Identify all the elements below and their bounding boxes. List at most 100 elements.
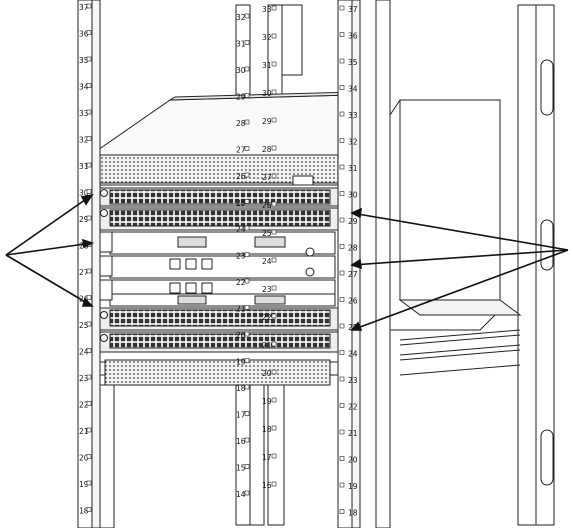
rail-hole — [340, 324, 344, 328]
rail-unit-label: 31 — [348, 164, 358, 173]
rail-unit-label: 21 — [262, 341, 272, 350]
rail-unit-label: 19 — [262, 397, 272, 406]
rail-unit-label: 15 — [236, 464, 246, 473]
rail-unit-label: 26 — [348, 297, 358, 306]
rail-unit-label: 29 — [236, 93, 246, 102]
rail-unit-label: 24 — [236, 225, 246, 234]
rail-hole — [245, 359, 249, 363]
port-blade-top-2 — [100, 208, 338, 230]
rail-unit-label: 32 — [348, 138, 358, 147]
right-rail-slots — [541, 60, 553, 485]
rail-hole — [272, 6, 276, 10]
rail-unit-label: 20 — [236, 331, 246, 340]
rail-hole — [87, 4, 91, 8]
rail-unit-label: 27 — [348, 270, 358, 279]
rail-unit-label: 24 — [262, 257, 272, 266]
rail-unit-label: 22 — [236, 278, 246, 287]
rail-hole — [272, 314, 276, 318]
rail-unit-label: 30 — [348, 191, 358, 200]
rail-unit-label: 33 — [348, 111, 358, 120]
rail-hole — [87, 375, 91, 379]
rail-unit-label: 29 — [262, 117, 272, 126]
rail-hole — [87, 269, 91, 273]
rail-unit-label: 27 — [262, 173, 272, 182]
rail-unit-label: 17 — [262, 453, 272, 462]
rail-hole — [272, 90, 276, 94]
rail-hole — [340, 430, 344, 434]
rail-hole — [340, 139, 344, 143]
rail-unit-label: 23 — [236, 252, 246, 261]
rail-hole — [245, 200, 249, 204]
rail-hole — [245, 491, 249, 495]
rail-hole — [272, 342, 276, 346]
rail-unit-label: 28 — [262, 145, 272, 154]
rail-hole — [87, 84, 91, 88]
port-blade-bottom-2 — [100, 332, 338, 352]
port-blade-bottom-1 — [100, 308, 338, 330]
rail-hole — [272, 202, 276, 206]
rail-hole — [87, 216, 91, 220]
port-blade-top-1 — [100, 188, 338, 206]
rail-unit-label: 23 — [262, 285, 272, 294]
rail-hole — [245, 120, 249, 124]
chassis-base — [90, 352, 350, 385]
control-blade-4 — [110, 294, 335, 306]
rail-hole — [272, 118, 276, 122]
rail-hole — [272, 174, 276, 178]
rail-unit-label: 34 — [348, 85, 358, 94]
lower-rack-posts — [236, 385, 284, 525]
rail-hole — [272, 286, 276, 290]
rail-unit-label: 28 — [236, 119, 246, 128]
rail-hole — [340, 112, 344, 116]
rail-hole — [340, 271, 344, 275]
rail-unit-label: 36 — [348, 32, 358, 41]
rail-unit-label: 23 — [348, 376, 358, 385]
rail-hole — [340, 86, 344, 90]
rail-hole — [245, 332, 249, 336]
rail-hole — [245, 253, 249, 257]
rail-hole — [245, 306, 249, 310]
rail-hole — [245, 385, 249, 389]
rail-hole — [340, 245, 344, 249]
rail-unit-label: 31 — [236, 40, 246, 49]
rail-unit-label: 16 — [262, 481, 272, 490]
rail-unit-label: 16 — [236, 437, 246, 446]
rail-hole — [87, 296, 91, 300]
rail-hole — [272, 398, 276, 402]
rail-hole — [87, 110, 91, 114]
rail-unit-label: 18 — [348, 509, 358, 518]
rail-hole — [245, 94, 249, 98]
rail-hole — [245, 279, 249, 283]
control-blade-2 — [110, 256, 335, 278]
rail-hole — [272, 370, 276, 374]
rail-hole — [87, 57, 91, 61]
rail-unit-label: 31 — [262, 61, 272, 70]
rail-hole — [245, 465, 249, 469]
rail-hole — [87, 428, 91, 432]
rail-hole — [87, 481, 91, 485]
rail-unit-label: 26 — [236, 172, 246, 181]
rail-hole — [340, 351, 344, 355]
rail-unit-label: 22 — [262, 313, 272, 322]
rail-unit-label: 32 — [262, 33, 272, 42]
rail-hole — [245, 14, 249, 18]
rail-hole — [272, 258, 276, 262]
rail-hole — [340, 59, 344, 63]
rail-unit-label: 25 — [262, 229, 272, 238]
rail-hole — [245, 412, 249, 416]
rail-unit-label: 30 — [236, 66, 246, 75]
rail-hole — [272, 230, 276, 234]
rail-hole — [272, 482, 276, 486]
rail-hole — [340, 457, 344, 461]
rail-hole — [87, 402, 91, 406]
rail-unit-label: 22 — [348, 403, 358, 412]
rail-hole — [87, 322, 91, 326]
rail-hole — [272, 62, 276, 66]
rail-hole — [340, 33, 344, 37]
rail-unit-label: 19 — [236, 358, 246, 367]
rail-hole — [245, 147, 249, 151]
rail-hole — [340, 165, 344, 169]
rail-hole — [340, 298, 344, 302]
